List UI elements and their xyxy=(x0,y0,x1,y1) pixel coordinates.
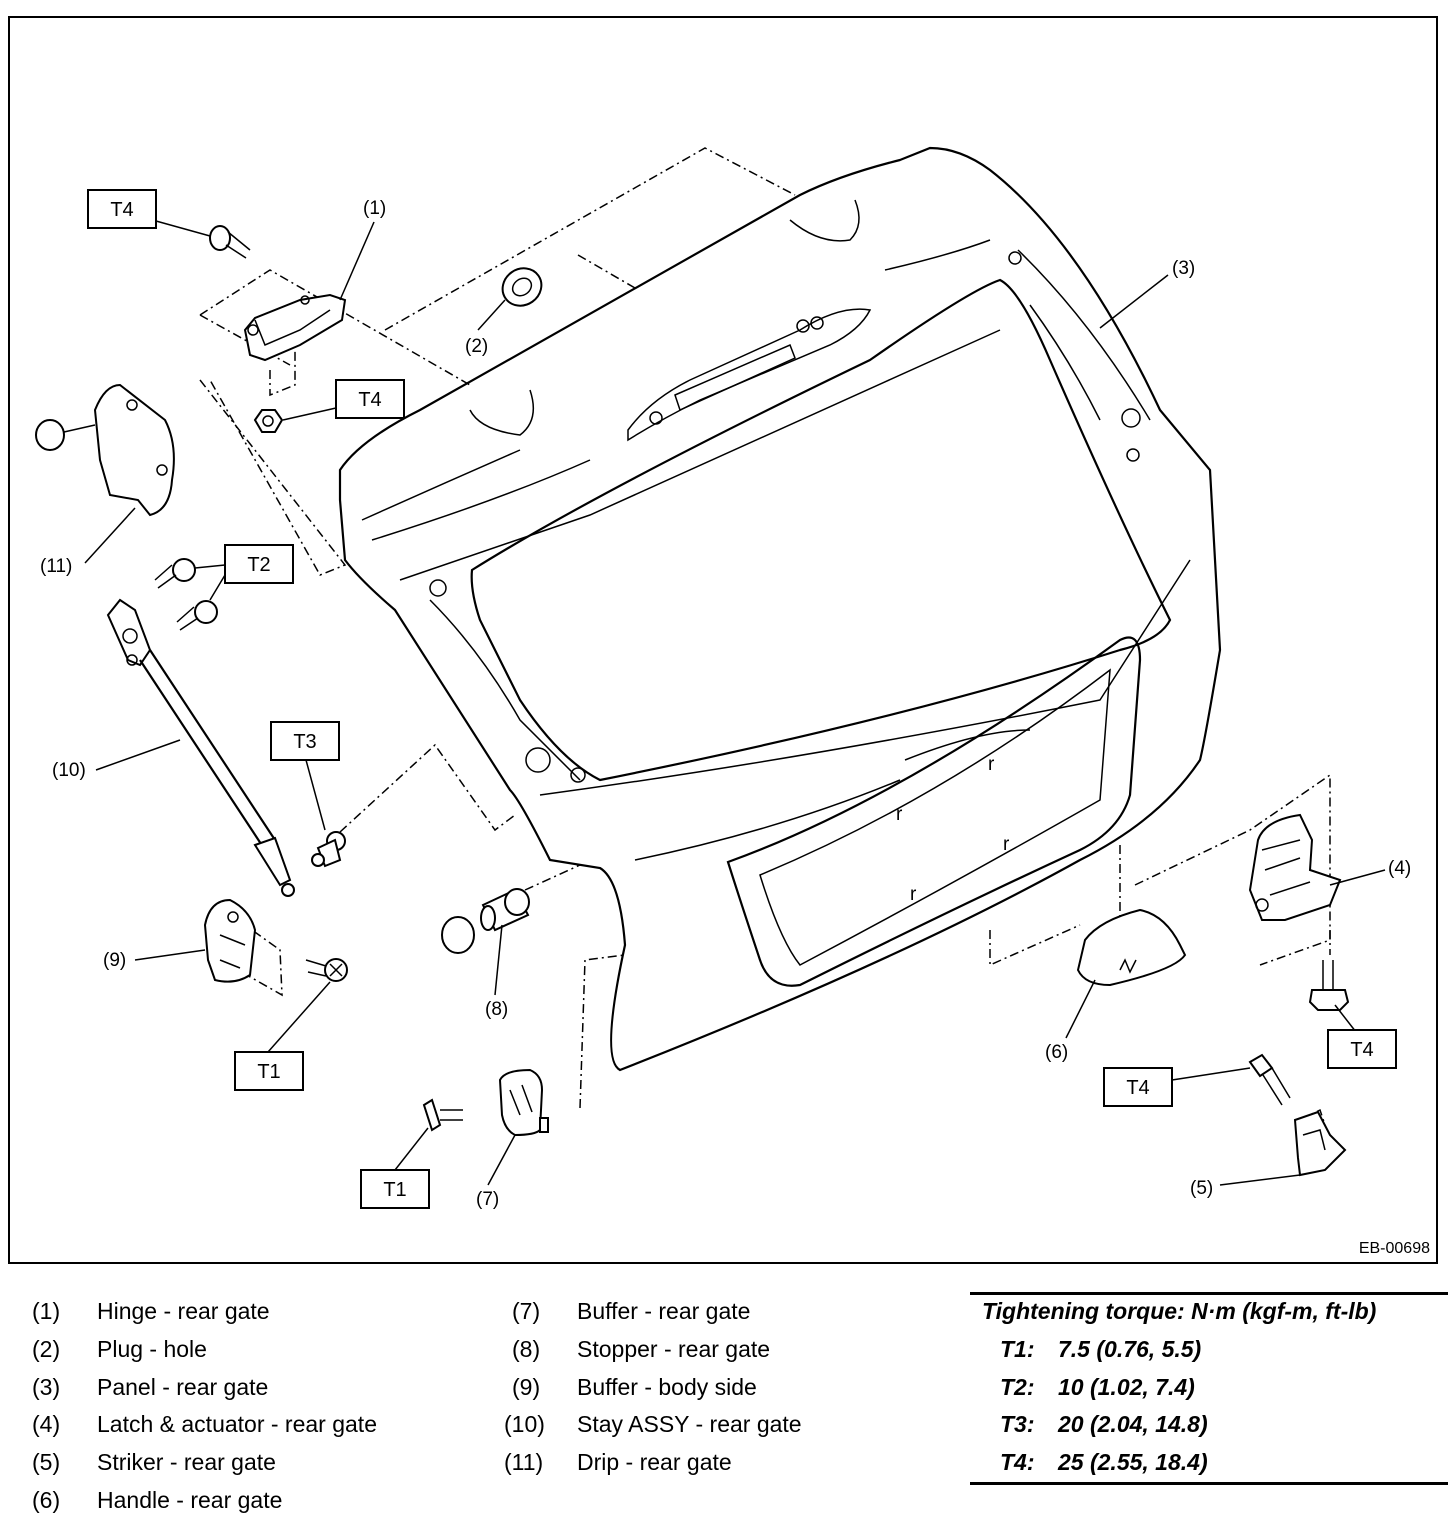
tag-t3-stay: T3 xyxy=(293,731,316,753)
callout-labels: (1) (2) (3) (4) (5) (6) (7) (8) (9) (10)… xyxy=(40,198,1411,1210)
tag-t2-stay: T2 xyxy=(247,554,270,576)
torque-value: 7.5 (0.76, 5.5) xyxy=(1058,1336,1202,1362)
callout-2: (2) xyxy=(465,336,488,357)
panel-rear-gate: r r r r xyxy=(338,146,1222,1072)
legend-num: (2) xyxy=(32,1336,61,1362)
buffer-body-side xyxy=(203,898,257,983)
legend-num: (11) xyxy=(504,1449,544,1475)
torque-row: T1: 7.5 (0.76, 5.5) xyxy=(1000,1336,1201,1363)
tag-t1-buffer-gate: T1 xyxy=(383,1179,406,1201)
tag-t4-hinge-nut: T4 xyxy=(358,389,381,411)
stay-assy-rear-gate xyxy=(106,598,295,897)
torque-top-rule xyxy=(970,1292,1448,1295)
torque-tag: T1: xyxy=(1000,1336,1035,1362)
leader-lines xyxy=(84,220,1386,1186)
svg-text:r: r xyxy=(896,804,903,825)
tag-t4-latch: T4 xyxy=(1350,1039,1373,1061)
drip-rear-gate xyxy=(35,383,175,517)
legend-text: Hinge - rear gate xyxy=(97,1298,270,1324)
callout-4: (4) xyxy=(1388,858,1411,879)
svg-text:r: r xyxy=(988,754,995,775)
legend-text: Buffer - rear gate xyxy=(577,1298,751,1324)
callout-3: (3) xyxy=(1172,258,1195,279)
torque-tag: T3: xyxy=(1000,1411,1035,1437)
hinge-nut xyxy=(253,409,284,433)
legend-num: (1) xyxy=(32,1298,61,1324)
figure-code: EB-00698 xyxy=(1358,1240,1430,1257)
torque-tag: T4: xyxy=(1000,1449,1035,1475)
buffer-body-screw xyxy=(305,958,348,982)
callout-5: (5) xyxy=(1190,1178,1213,1199)
exploded-view-diagram: r r r r xyxy=(35,146,1411,1210)
legend-num: (4) xyxy=(32,1411,61,1437)
legend-text: Drip - rear gate xyxy=(577,1449,732,1475)
callout-1: (1) xyxy=(363,198,386,219)
torque-value: 25 (2.55, 18.4) xyxy=(1058,1449,1208,1475)
diagram-frame xyxy=(8,16,1438,1264)
callout-6: (6) xyxy=(1045,1042,1068,1063)
torque-row: T3: 20 (2.04, 14.8) xyxy=(1000,1411,1208,1438)
legend-text: Stopper - rear gate xyxy=(577,1336,771,1362)
tag-t4-striker: T4 xyxy=(1126,1077,1149,1099)
handle-rear-gate xyxy=(1076,908,1187,987)
torque-row: T4: 25 (2.55, 18.4) xyxy=(1000,1449,1208,1476)
hinge-bolt xyxy=(209,225,251,259)
legend-num: (3) xyxy=(32,1374,61,1400)
striker-rear-gate xyxy=(1293,1110,1347,1177)
torque-bottom-rule xyxy=(970,1482,1448,1485)
torque-row: T2: 10 (1.02, 7.4) xyxy=(1000,1374,1195,1401)
latch-actuator-rear-gate xyxy=(1248,813,1342,921)
callout-11: (11) xyxy=(40,556,72,577)
guide-lines xyxy=(199,147,1336,1166)
tag-t1-buffer-body: T1 xyxy=(257,1061,280,1083)
stopper-rear-gate xyxy=(441,888,530,954)
callout-10: (10) xyxy=(52,760,86,781)
torque-value: 20 (2.04, 14.8) xyxy=(1058,1411,1208,1437)
striker-bolt xyxy=(1248,1053,1291,1106)
buffer-rear-gate xyxy=(498,1068,549,1137)
hinge-rear-gate xyxy=(243,293,347,362)
legend-num: (5) xyxy=(32,1449,61,1475)
callout-8: (8) xyxy=(485,999,508,1020)
stay-ball-stud xyxy=(311,831,346,868)
legend-num: (8) xyxy=(512,1336,541,1362)
latch-bolt xyxy=(1308,960,1350,1011)
legend-text: Stay ASSY - rear gate xyxy=(577,1411,802,1437)
torque-value: 10 (1.02, 7.4) xyxy=(1058,1374,1195,1400)
legend-num: (10) xyxy=(504,1411,545,1437)
torque-heading: Tightening torque: N·m (kgf-m, ft-lb) xyxy=(982,1298,1377,1324)
torque-tag: T2: xyxy=(1000,1374,1035,1400)
legend-text: Panel - rear gate xyxy=(97,1374,269,1400)
torque-tags: T4 T4 T2 T3 T1 T1 T4 T4 xyxy=(87,189,1397,1209)
legend-text: Buffer - body side xyxy=(577,1374,757,1400)
tag-t4-hinge-bolt: T4 xyxy=(110,199,133,221)
svg-text:r: r xyxy=(1003,834,1010,855)
stay-bolts xyxy=(154,558,218,631)
legend-text: Striker - rear gate xyxy=(97,1449,276,1475)
plug-hole xyxy=(501,267,543,307)
legend-text: Latch & actuator - rear gate xyxy=(97,1411,377,1437)
parts-legend: (1) Hinge - rear gate (2) Plug - hole (3… xyxy=(0,1290,1456,1530)
legend-text: Plug - hole xyxy=(97,1336,207,1362)
callout-7: (7) xyxy=(476,1189,499,1210)
legend-num: (6) xyxy=(32,1487,61,1513)
callout-9: (9) xyxy=(103,950,126,971)
legend-num: (9) xyxy=(512,1374,541,1400)
legend-text: Handle - rear gate xyxy=(97,1487,283,1513)
svg-text:r: r xyxy=(910,884,917,905)
legend-num: (7) xyxy=(512,1298,541,1324)
buffer-gate-screw xyxy=(422,1098,463,1132)
